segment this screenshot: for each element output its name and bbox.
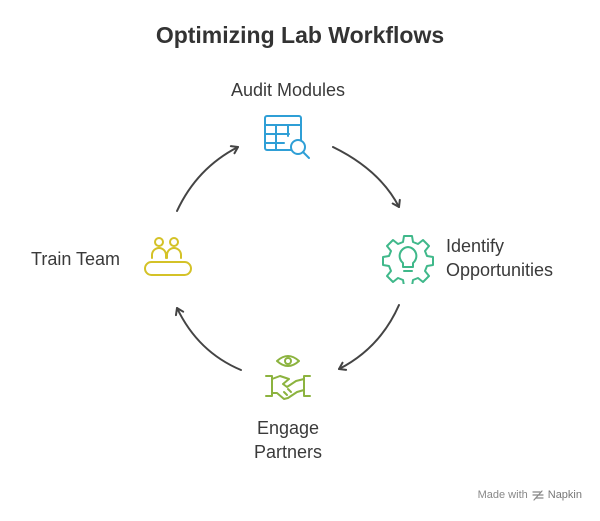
step-engage-label: Engage Partners	[188, 416, 388, 464]
footer-prefix: Made with	[477, 489, 528, 501]
step-engage-line2: Partners	[253, 442, 323, 462]
arrow-engage-to-train	[174, 307, 242, 371]
step-engage-line1: Engage	[256, 418, 320, 438]
team-icon	[144, 237, 192, 276]
arrow-audit-to-identify	[332, 146, 401, 208]
step-audit-label: Audit Modules	[230, 80, 346, 100]
gear-lightbulb-icon	[382, 235, 434, 284]
step-train-label: Train Team	[31, 249, 121, 269]
footer-credit: Made with Napkin	[478, 489, 582, 501]
step-identify-label: Identify Opportunities	[446, 234, 553, 282]
napkin-logo-icon	[532, 489, 544, 501]
eye-handshake-icon	[265, 355, 311, 400]
arrow-train-to-audit	[176, 145, 239, 212]
table-search-icon	[264, 115, 310, 159]
footer-brand: Napkin	[547, 489, 582, 501]
step-identify-line1: Identify	[446, 236, 505, 256]
step-identify-line2: Opportunities	[446, 260, 554, 280]
arrow-identify-to-engage	[338, 304, 400, 371]
diagram-title: Optimizing Lab Workflows	[155, 22, 445, 48]
